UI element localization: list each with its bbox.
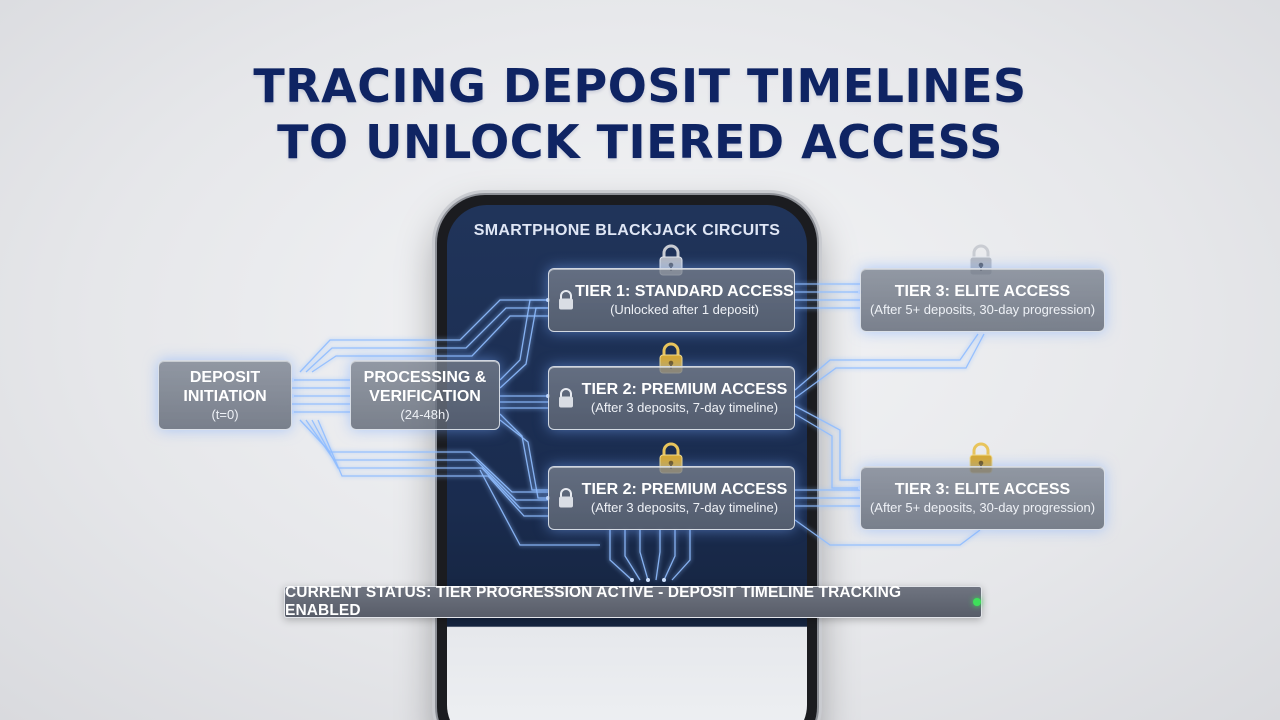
deposit-sub: (t=0)	[211, 406, 239, 422]
processing-head-1: PROCESSING &	[363, 368, 487, 386]
lock-icon	[559, 488, 573, 508]
node-deposit-initiation: DEPOSIT INITIATION (t=0)	[158, 360, 292, 430]
status-bar: CURRENT STATUS: TIER PROGRESSION ACTIVE …	[284, 584, 982, 619]
lock-icon	[559, 290, 573, 310]
tier2b-head: TIER 2: PREMIUM ACCESS	[581, 481, 788, 498]
processing-sub: (24-48h)	[400, 406, 450, 422]
processing-head-2: VERIFICATION	[369, 387, 481, 405]
deposit-head-2: INITIATION	[183, 387, 267, 405]
node-tier3-elite-a: TIER 3: ELITE ACCESS (After 5+ deposits,…	[860, 268, 1105, 332]
deposit-head-1: DEPOSIT	[189, 368, 261, 386]
tier3b-sub: (After 5+ deposits, 30-day progression)	[869, 500, 1096, 515]
tier1-sub: (Unlocked after 1 deposit)	[610, 302, 759, 317]
tier2a-sub: (After 3 deposits, 7-day timeline)	[590, 400, 779, 415]
tier3b-head: TIER 3: ELITE ACCESS	[894, 481, 1071, 498]
node-processing-verification: PROCESSING & VERIFICATION (24-48h)	[350, 360, 500, 430]
phone-heading: SMARTPHONE BLACKJACK CIRCUITS	[473, 222, 781, 239]
tier2b-sub: (After 3 deposits, 7-day timeline)	[590, 500, 779, 515]
node-tier3-elite-b: TIER 3: ELITE ACCESS (After 5+ deposits,…	[860, 466, 1105, 530]
node-tier2-premium-a: TIER 2: PREMIUM ACCESS (After 3 deposits…	[548, 366, 795, 430]
page-title: TRACING DEPOSIT TIMELINES TO UNLOCK TIER…	[0, 58, 1280, 170]
tier3a-head: TIER 3: ELITE ACCESS	[894, 283, 1071, 300]
title-line-2: TO UNLOCK TIERED ACCESS	[277, 115, 1003, 169]
node-tier1-standard: TIER 1: STANDARD ACCESS (Unlocked after …	[548, 268, 795, 332]
status-text: CURRENT STATUS: TIER PROGRESSION ACTIVE …	[285, 584, 902, 619]
lock-icon	[559, 388, 573, 408]
tier1-head: TIER 1: STANDARD ACCESS	[575, 283, 794, 300]
status-indicator-icon	[973, 598, 981, 606]
tier2a-head: TIER 2: PREMIUM ACCESS	[581, 381, 788, 398]
tier3a-sub: (After 5+ deposits, 30-day progression)	[869, 302, 1096, 317]
title-line-1: TRACING DEPOSIT TIMELINES	[253, 59, 1027, 113]
node-tier2-premium-b: TIER 2: PREMIUM ACCESS (After 3 deposits…	[548, 466, 795, 530]
